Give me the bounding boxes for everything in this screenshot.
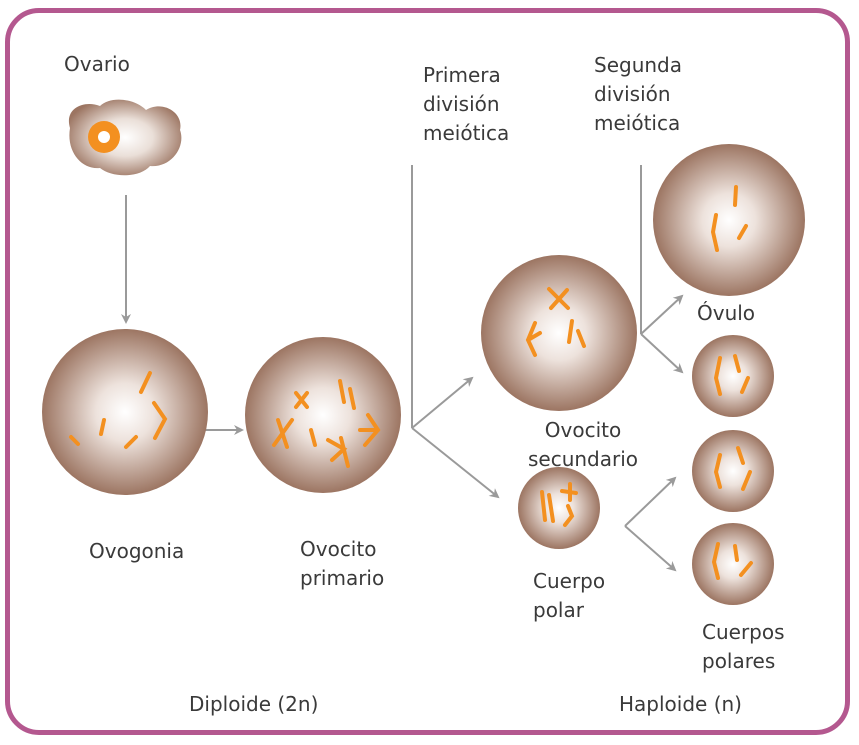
first-polar-body-cell: [518, 467, 600, 549]
diploid-label: Diploide (2n): [189, 690, 318, 719]
arrow-to-ovum: [641, 296, 682, 334]
arrow-to-polar-body-2: [641, 334, 682, 372]
polar-bodies-label: Cuerpos polares: [702, 618, 785, 676]
ovogonia-cell: [42, 329, 208, 495]
polar-body-cell-3: [692, 523, 774, 605]
secondary-oocyte-cell: [481, 255, 637, 411]
second-meiotic-division-label: Segunda división meiótica: [594, 51, 682, 138]
arrow-to-secondary-oocyte: [412, 378, 472, 428]
ovogonia-label: Ovogonia: [89, 537, 184, 566]
ovary-label: Ovario: [64, 50, 130, 79]
ovum-cell: [653, 144, 805, 296]
ovum-label: Óvulo: [697, 299, 755, 328]
arrow-to-polar-body-4: [625, 526, 675, 570]
primary-oocyte-label: Ovocito primario: [300, 535, 384, 593]
haploid-label: Haploide (n): [619, 690, 742, 719]
primary-oocyte-cell: [245, 337, 401, 493]
arrow-to-polar-body-3: [625, 478, 675, 526]
polar-body-cell-1: [692, 335, 774, 417]
arrow-to-polar-body: [412, 428, 498, 497]
polar-body-label: Cuerpo polar: [533, 567, 605, 625]
secondary-oocyte-label: Ovocito secundario: [508, 416, 658, 474]
polar-body-cell-2: [692, 430, 774, 512]
ovary-icon: [69, 100, 181, 176]
first-meiotic-division-label: Primera división meiótica: [423, 61, 509, 148]
